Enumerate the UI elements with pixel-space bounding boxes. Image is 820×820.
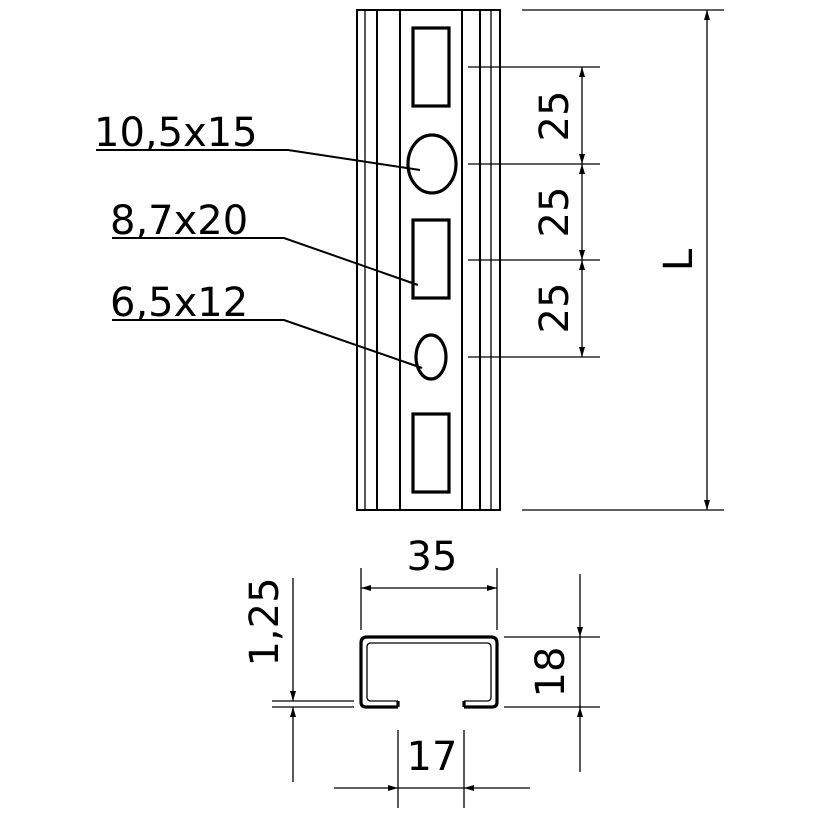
leader-large-slot bbox=[96, 149, 421, 171]
profile-inner bbox=[366, 642, 492, 702]
rect-slot-1 bbox=[411, 26, 451, 108]
rail-front-view bbox=[356, 9, 501, 511]
rect-slot-2 bbox=[411, 218, 451, 300]
leader-long-slot bbox=[112, 237, 419, 286]
hole-callouts: 10,5x15 8,7x20 6,5x12 bbox=[94, 110, 423, 369]
label-long-slot: 8,7x20 bbox=[110, 198, 248, 244]
pitch-label-1: 25 bbox=[532, 91, 578, 142]
opening-dimension: 17 bbox=[334, 730, 530, 808]
length-dimension: L bbox=[522, 9, 724, 511]
label-small-slot: 6,5x12 bbox=[110, 280, 248, 326]
label-large-slot: 10,5x15 bbox=[94, 110, 258, 156]
length-label: L bbox=[656, 248, 702, 271]
rect-slot-3 bbox=[411, 412, 451, 494]
rail-cross-section bbox=[359, 635, 499, 709]
oval-hole-small bbox=[414, 333, 448, 381]
width-dimension: 35 bbox=[360, 534, 498, 630]
thickness-label: 1,25 bbox=[242, 577, 288, 666]
leader-small-slot bbox=[112, 319, 423, 369]
width-label: 35 bbox=[407, 534, 458, 580]
height-dimension: 18 bbox=[504, 574, 600, 772]
opening-label: 17 bbox=[407, 734, 458, 780]
height-label: 18 bbox=[528, 647, 574, 698]
thickness-dimension: 1,25 bbox=[242, 577, 354, 782]
oval-hole-large bbox=[406, 133, 458, 195]
pitch-label-2: 25 bbox=[532, 187, 578, 238]
pitch-dimensions: 25 25 25 bbox=[468, 66, 600, 358]
profile-outer bbox=[359, 635, 499, 709]
pitch-label-3: 25 bbox=[532, 283, 578, 334]
